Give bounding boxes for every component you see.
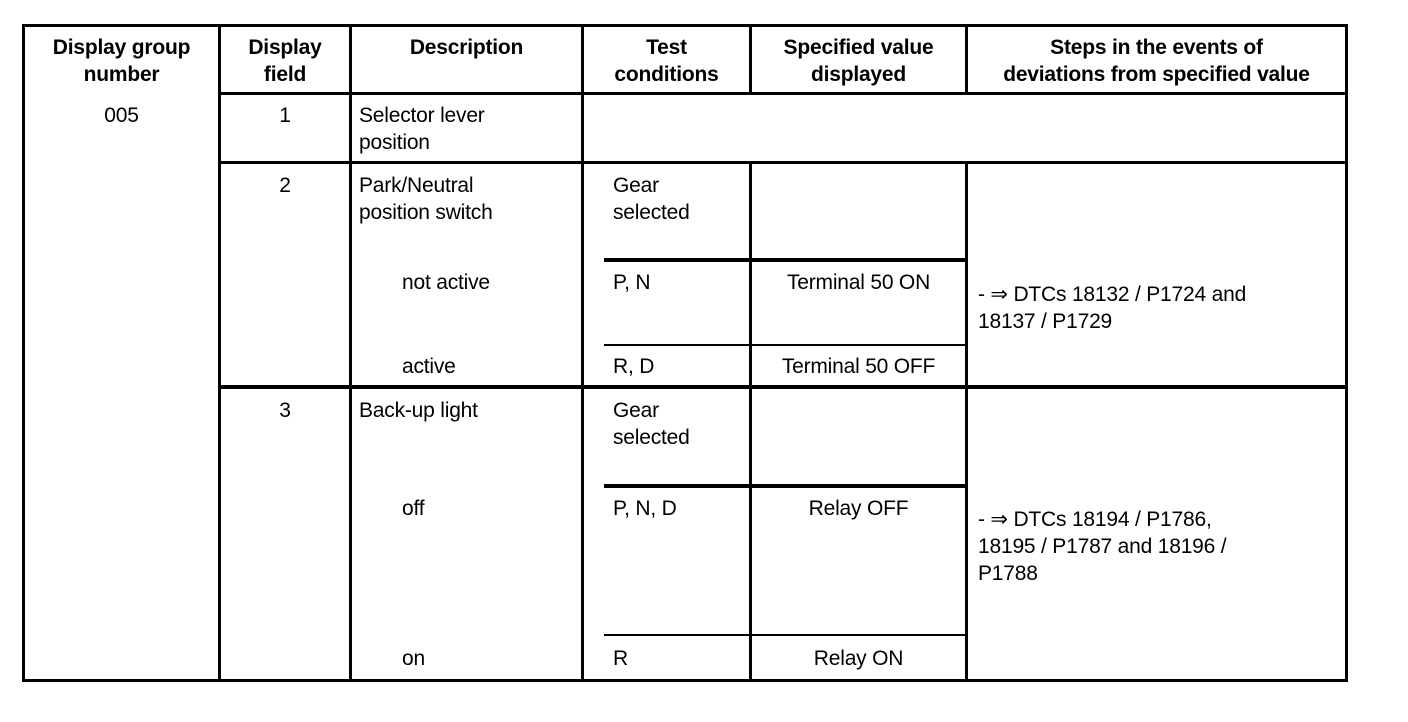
header-bottom-rule xyxy=(218,92,1348,95)
row1-description: Selector lever position xyxy=(359,104,485,154)
header-steps: Steps in the events of deviations from s… xyxy=(1003,36,1310,86)
row3-state1-label: off xyxy=(402,497,425,520)
row2-state-rule xyxy=(604,344,968,346)
display-group-number: 005 xyxy=(104,104,139,127)
col-divider-3 xyxy=(581,24,584,682)
row2-state2-label: active xyxy=(402,355,456,378)
header-description: Description xyxy=(409,36,524,59)
row3-state2-condition: R xyxy=(613,647,628,670)
table-border-top xyxy=(22,24,1348,27)
row2-bottom-rule xyxy=(218,385,1348,389)
row2-state1-value: Terminal 50 ON xyxy=(786,271,931,294)
row3-state1-value: Relay OFF xyxy=(808,497,909,520)
row2-state1-condition: P, N xyxy=(613,271,651,294)
row2-field: 2 xyxy=(279,174,291,197)
row2-state2-condition: R, D xyxy=(613,355,655,378)
col-divider-5 xyxy=(965,24,968,94)
col-divider-2 xyxy=(349,24,352,682)
row3-steps: - ⇒ DTCs 18194 / P1786, 18195 / P1787 an… xyxy=(978,508,1227,585)
header-display-field: Display field xyxy=(248,36,322,86)
col-divider-1 xyxy=(218,24,221,682)
header-display-group: Display group number xyxy=(52,36,191,86)
row3-state2-value: Relay ON xyxy=(813,647,904,670)
row2-steps: - ⇒ DTCs 18132 / P1724 and 18137 / P1729 xyxy=(978,283,1247,333)
col-divider-4 xyxy=(749,24,752,94)
row3-gear-rule xyxy=(604,484,968,488)
row2-state1-label: not active xyxy=(402,271,490,294)
col-divider-5b xyxy=(965,163,968,682)
row3-condition-header: Gear selected xyxy=(613,399,690,449)
row2-description: Park/Neutral position switch xyxy=(359,174,493,224)
header-specified-value: Specified value displayed xyxy=(783,36,934,86)
row3-field: 3 xyxy=(279,399,291,422)
row2-state2-value: Terminal 50 OFF xyxy=(781,355,936,378)
row1-bottom-rule xyxy=(218,161,1348,164)
col-divider-4b xyxy=(749,163,752,682)
row3-description: Back-up light xyxy=(359,399,478,422)
row3-state-rule xyxy=(604,634,968,636)
table-border-left xyxy=(22,24,25,682)
row3-state2-label: on xyxy=(402,647,425,670)
header-test-conditions: Test conditions xyxy=(614,36,719,86)
row3-state1-condition: P, N, D xyxy=(613,497,677,520)
table-border-right xyxy=(1345,24,1348,682)
row1-field: 1 xyxy=(279,104,291,127)
row2-condition-header: Gear selected xyxy=(613,174,690,224)
row2-gear-rule xyxy=(604,258,968,262)
table-border-bottom xyxy=(22,679,1348,682)
